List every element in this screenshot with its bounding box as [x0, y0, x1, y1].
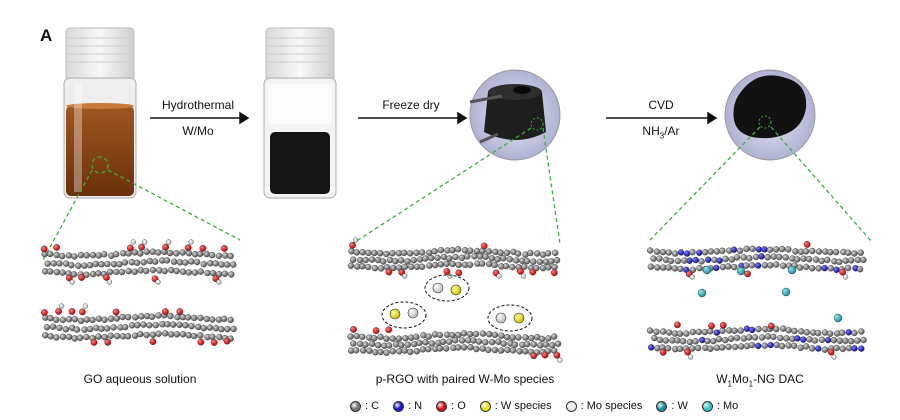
caption-go-solution: GO aqueous solution	[83, 372, 197, 386]
caption-dac: W1Mo1-NG DAC	[716, 372, 804, 389]
legend-item-o: : O	[436, 400, 466, 412]
carbon-atom-icon	[350, 400, 361, 412]
step3-label: CVD	[648, 98, 674, 112]
mo-species-atom-icon	[565, 400, 577, 412]
tungsten-atom-icon	[656, 400, 668, 412]
oxygen-atom-icon	[436, 400, 448, 412]
legend-item-w-species: : W species	[479, 400, 552, 412]
nitrogen-atom-icon	[393, 400, 405, 412]
w-mo-pairs	[389, 282, 525, 324]
legend-item-mo-species: : Mo species	[565, 400, 642, 412]
legend-item-w: : W	[656, 400, 688, 412]
molybdenum-atom-icon	[701, 400, 713, 412]
step2-label: Freeze dry	[382, 98, 440, 112]
w-mo-pair-outlines	[381, 274, 533, 332]
step3-sublabel: NH3/Ar	[642, 124, 680, 141]
step1-label: Hydrothermal	[161, 98, 235, 112]
hydrogel-vial	[263, 27, 337, 199]
legend-item-c: : C	[350, 400, 379, 412]
molecular-sheets	[40, 237, 867, 363]
w-species-atom-icon	[479, 400, 491, 412]
panel-label: A	[40, 26, 53, 45]
legend-item-mo: : Mo	[701, 400, 738, 412]
caption-p-rgo: p-RGO with paired W-Mo species	[375, 372, 555, 386]
aerogel-photo	[469, 69, 561, 161]
process-arrows	[150, 111, 718, 125]
legend: : C : N : O : W species : Mo species : W…	[350, 400, 738, 412]
step1-sublabel: W/Mo	[182, 124, 214, 138]
legend-item-n: : N	[393, 400, 422, 412]
go-vial	[63, 27, 137, 199]
zoom-lines	[41, 126, 873, 263]
powder-photo	[724, 69, 816, 161]
